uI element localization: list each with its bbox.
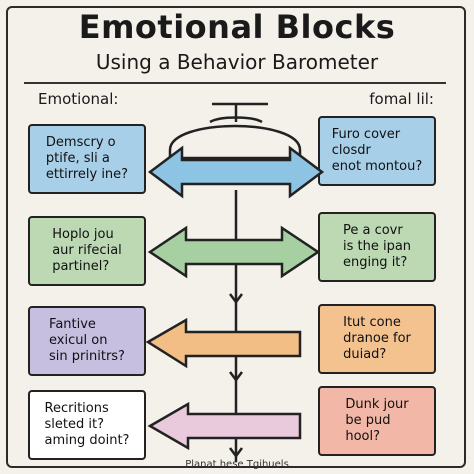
barometer-icon [168, 102, 302, 160]
left-box-1: Demscry o ptife, sli a ettirrely ine? [28, 124, 146, 194]
right-box-2-text: Pe a covr is the ipan enging it? [342, 223, 412, 270]
stem-arrowhead-3 [229, 447, 243, 459]
footer-caption: Planat hese Tgihuels [185, 459, 289, 470]
right-box-3: Itut cone dranoe for duiad? [318, 304, 436, 374]
left-box-2: Hoplo jou aur rifecial partinel? [28, 216, 146, 286]
page-title: Emotional Blocks [78, 8, 396, 46]
right-box-3-text: Itut cone dranoe for duiad? [343, 315, 411, 362]
left-box-4: Recritions sleted it? aming doint? [28, 390, 146, 460]
right-box-4: Dunk jour be pud hool? [318, 386, 436, 456]
right-box-1-text: Furo cover closdr enot montou? [331, 127, 423, 174]
left-box-1-text: Demscry o ptife, sli a ettirrely ine? [45, 135, 129, 182]
left-box-3-text: Fantive exicul on sin prinitrs? [49, 317, 125, 364]
double-arrow-2 [147, 225, 321, 279]
poster-frame [6, 6, 466, 468]
double-arrow-1 [147, 145, 325, 199]
left-arrow-3 [145, 317, 302, 369]
page-subtitle: Using a Behavior Barometer [95, 50, 379, 74]
divider-top [24, 82, 446, 84]
left-box-3: Fantive exicul on sin prinitrs? [28, 306, 146, 376]
left-box-4-text: Recritions sleted it? aming doint? [44, 401, 130, 448]
right-box-2: Pe a covr is the ipan enging it? [318, 212, 436, 282]
left-box-2-text: Hoplo jou aur rifecial partinel? [52, 227, 122, 274]
right-box-4-text: Dunk jour be pud hool? [345, 397, 409, 444]
stem-arrowhead-1 [229, 293, 243, 305]
right-column-header: fomal lil: [369, 90, 434, 108]
right-box-1: Furo cover closdr enot montou? [318, 116, 436, 186]
left-column-header: Emotional: [38, 90, 119, 108]
left-arrow-4 [147, 401, 302, 451]
stem-arrowhead-2 [229, 371, 243, 383]
